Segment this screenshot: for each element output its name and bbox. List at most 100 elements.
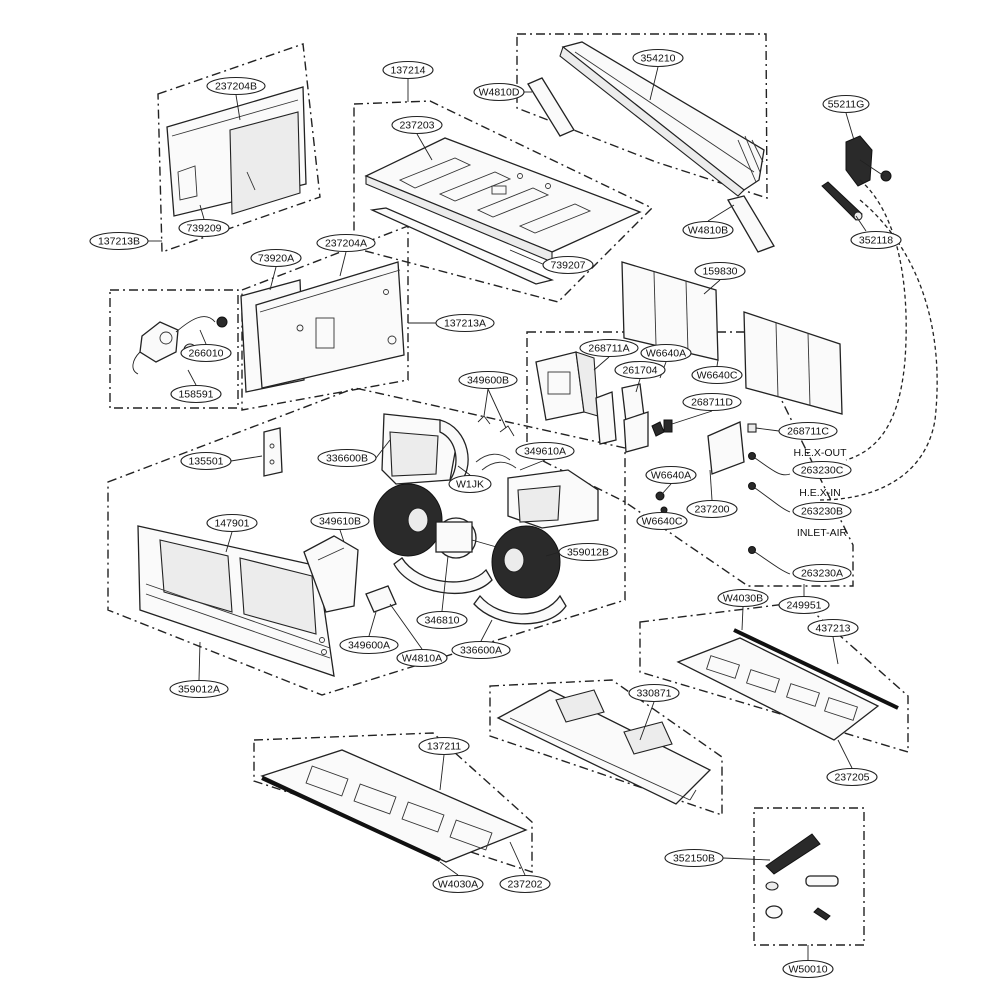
part-number-label: 336600B [326,453,368,465]
callout-237200: 237200 [686,499,738,519]
callout-w4810a: W4810A [396,648,448,668]
callout-237204b: 237204B [206,76,266,96]
callout-ellipse [682,392,742,412]
part-number-label: 55211G [828,99,865,111]
top-cover-237203 [364,137,642,285]
callout-ellipse [717,588,769,608]
callout-ellipse [792,501,852,521]
callout-ellipse [499,874,551,894]
callout-ellipse [778,421,838,441]
callout-ellipse [778,595,830,615]
part-number-label: 135501 [188,456,223,468]
part-number-label: 739209 [186,223,221,235]
part-number-callouts: 237204B137214354210W4810D55211G237203739… [89,48,902,979]
callout-268711a: 268711A [579,338,639,358]
part-number-label: 268711A [588,343,629,355]
callout-ellipse [180,451,232,471]
callout-ellipse [636,511,688,531]
callout-739207: 739207 [542,255,594,275]
callout-w4810d: W4810D [473,82,525,102]
part-number-label: 268711C [787,426,829,438]
cover-panel-237204b [166,86,307,217]
hardware-w50010 [765,833,839,921]
note-inlet-air: INLET-AIR [797,527,848,539]
part-number-label: W4030B [723,593,763,605]
plate-w4810d [527,77,575,137]
part-number-label: 237205 [834,772,869,784]
motor-346810 [435,517,501,559]
panel-237204a [255,261,405,389]
callout-ellipse [396,648,448,668]
part-number-label: W1JK [456,479,484,491]
callout-ellipse [206,513,258,533]
callout-349600a: 349600A [339,635,399,655]
callout-336600a: 336600A [451,640,511,660]
note-hex-out: H.E.X-OUT [793,447,847,459]
part-number-label: 237204A [325,238,367,250]
callout-w6640a-2: W6640A [645,465,697,485]
part-number-label: 266010 [188,348,223,360]
part-number-label: 354210 [640,53,675,65]
callout-w6640c-2: W6640C [636,511,688,531]
callout-137211: 137211 [418,736,470,756]
callout-349610b: 349610B [310,511,370,531]
callout-ellipse [645,465,697,485]
callout-266010: 266010 [180,343,232,363]
callout-ellipse [473,82,525,102]
callout-ellipse [206,76,266,96]
blower-wheel-right [491,525,561,599]
callout-ellipse [180,343,232,363]
part-number-label: 359012A [178,684,220,696]
part-number-label: 137211 [427,741,461,753]
callout-261704: 261704 [614,360,666,380]
part-number-label: 268711D [691,397,733,409]
callout-ellipse [169,679,229,699]
part-number-label: 263230B [801,506,843,518]
part-number-label: 336600A [460,645,502,657]
callout-249951: 249951 [778,595,830,615]
part-number-label: 158591 [178,389,213,401]
callout-263230b: 263230B [792,501,852,521]
callout-ellipse [451,640,511,660]
callout-ellipse [448,474,492,494]
part-number-label: 249951 [786,600,821,612]
callout-263230a: 263230A [792,563,852,583]
callout-ellipse [691,365,743,385]
callout-w4030a: W4030A [432,874,484,894]
callout-ellipse [807,618,859,638]
part-number-label: W4030A [438,879,478,891]
callout-237204a: 237204A [316,233,376,253]
callout-ellipse [339,635,399,655]
part-number-label: W50010 [788,964,827,976]
blower-housing-336600b [381,413,469,485]
callout-ellipse [458,370,518,390]
callout-158591: 158591 [170,384,222,404]
part-number-label: 263230C [801,465,844,477]
callout-ellipse [694,261,746,281]
callout-ellipse [664,848,724,868]
part-number-label: 352118 [859,235,893,247]
callout-ellipse [178,218,230,238]
callout-ellipse [632,48,684,68]
callout-ellipse [316,233,376,253]
drain-pan-437213 [676,628,899,741]
callout-ellipse [432,874,484,894]
part-number-label: 237200 [694,504,729,516]
part-number-label: W6640C [642,516,683,528]
part-number-label: 352150B [673,853,715,865]
callout-w6640a-1: W6640A [640,343,692,363]
part-number-label: W6640C [697,370,738,382]
part-number-label: 263230A [801,568,843,580]
cover-268711c [707,421,757,475]
callout-352150b: 352150B [664,848,724,868]
callout-55211g: 55211G [822,94,870,114]
bracket-135501 [263,427,283,477]
part-number-label: 147901 [214,518,249,530]
leader-lines [146,66,867,960]
callout-ellipse [391,115,443,135]
callout-ellipse [558,542,618,562]
part-number-label: 739207 [550,260,585,272]
callout-352118: 352118 [850,230,902,250]
note-hex-in: H.E.X-IN [799,487,840,499]
